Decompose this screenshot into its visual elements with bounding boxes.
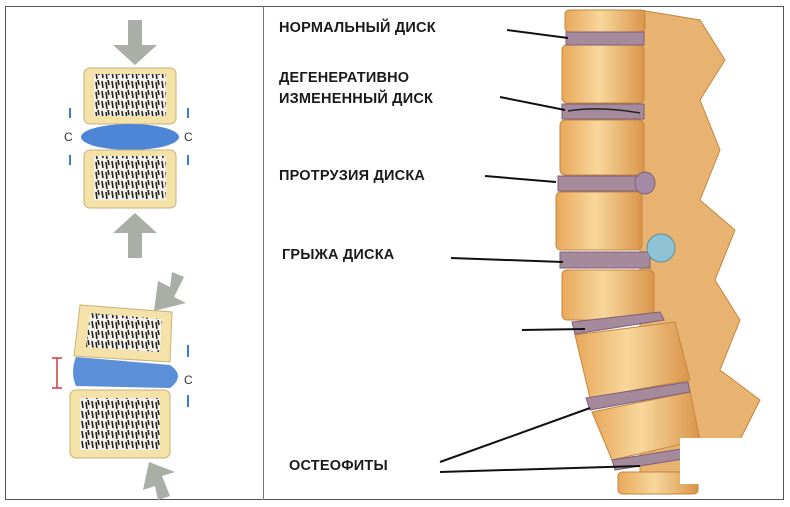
disc-nucleus — [81, 124, 179, 150]
disc-hernia — [559, 251, 651, 269]
arrow-diagonal-down-icon — [154, 272, 186, 311]
label-protrusion: ПРОТРУЗИЯ ДИСКА — [279, 168, 426, 184]
disc-protrusion — [557, 175, 643, 192]
white-cover-box — [680, 438, 763, 484]
label-degenerative-line2: ИЗМЕНЕННЫЙ ДИСК — [279, 91, 434, 107]
hernia-bulge — [646, 233, 676, 263]
label-osteophytes: ОСТЕОФИТЫ — [289, 458, 388, 474]
label-normal-disc: НОРМАЛЬНЫЙ ДИСК — [279, 20, 436, 36]
disc-degenerative — [561, 103, 645, 120]
label-hernia: ГРЫЖА ДИСКА — [282, 247, 395, 263]
arrow-diagonal-up-icon — [143, 462, 175, 500]
normal-height-label-right: C — [184, 130, 193, 144]
arrow-down-icon — [113, 20, 157, 65]
spine-illustration — [555, 9, 761, 495]
normal-height-label: C — [64, 130, 73, 144]
protrusion-bulge — [634, 171, 656, 195]
compressed-height-label: C — [184, 373, 193, 387]
normal-segment-diagram — [69, 20, 189, 258]
disc-normal — [565, 31, 645, 46]
panel-divider — [263, 6, 264, 500]
label-degenerative-line1: ДЕГЕНЕРАТИВНО — [279, 70, 410, 86]
compressed-segment-diagram — [52, 272, 189, 500]
arrow-up-icon — [113, 213, 157, 258]
pointer-lines — [439, 29, 641, 473]
disc-osteophyte-1 — [585, 381, 691, 411]
disc-displaced — [73, 357, 178, 388]
image-frame — [5, 6, 784, 500]
